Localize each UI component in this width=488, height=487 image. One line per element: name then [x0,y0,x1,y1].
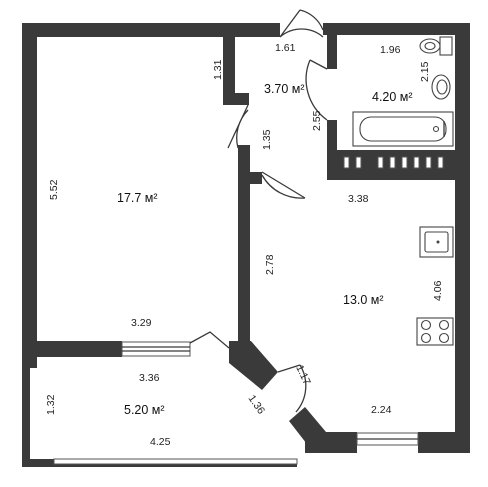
bath-door [305,59,328,121]
loggia-door [189,331,230,349]
vent-3 [377,156,384,169]
vent-5 [401,156,408,169]
top-wall-right [323,23,470,35]
hall-bath-wall-bottom [327,120,337,178]
vent-4 [389,156,396,169]
living-window [121,341,191,357]
top-wall-left [22,23,280,37]
kitchen-door [261,171,306,199]
kitchen-bottom-wall-right [418,432,470,453]
dim-5-52: 5.52 [48,179,60,200]
dim-1-31: 1.31 [212,59,224,80]
hall-kitchen-wall [250,172,262,184]
dim-1-36: 1.36 [246,393,268,417]
diagonal-wall [229,341,278,390]
kitchen-bottom-wall-left [305,432,357,453]
bath-sink [431,74,451,100]
left-wall [22,23,37,368]
bath-kitchen-wall [327,168,470,180]
right-wall [455,23,470,453]
dim-2-15: 2.15 [419,61,431,82]
area-hall: 3.70 м² [264,82,305,96]
balcony-door [277,364,307,413]
area-kitchen: 13.0 м² [343,293,384,307]
entrance-door [279,9,324,38]
fixtures [352,36,454,346]
vent-8 [437,156,444,169]
area-living: 17.7 м² [117,191,158,205]
stove [416,317,454,346]
dim-4-25: 4.25 [150,436,171,448]
dim-1-61: 1.61 [275,42,296,54]
area-bath: 4.20 м² [372,90,413,104]
vent-2 [355,156,362,169]
dim-3-29: 3.29 [131,317,152,329]
vent-7 [425,156,432,169]
living-door [227,104,249,149]
bath-vent-block [337,150,455,170]
windows [53,341,419,465]
kitchen-sink [419,226,454,258]
vent-1 [343,156,350,169]
dimension-labels: 1.61 1.31 1.96 2.15 2.55 1.35 5.52 3.38 … [45,42,444,448]
area-labels: 17.7 м² 3.70 м² 4.20 м² 13.0 м² 5.20 м² [117,82,413,417]
hall-bath-wall-top [327,23,337,69]
loggia-left-wall [22,357,30,467]
loggia-window [53,458,298,465]
dim-1-35: 1.35 [261,129,273,150]
dim-2-24: 2.24 [371,404,392,416]
dim-3-36: 3.36 [139,372,160,384]
toilet [419,36,453,56]
living-hall-corner [223,93,249,105]
dim-2-55: 2.55 [311,110,323,131]
dim-1-96: 1.96 [380,44,401,56]
dim-2-78: 2.78 [264,254,276,275]
living-hall-wall-lower [238,145,250,342]
dim-1-17: 1.17 [293,363,313,387]
vent-6 [413,156,420,169]
living-hall-wall-upper [223,23,235,97]
dim-3-38: 3.38 [348,193,369,205]
area-loggia: 5.20 м² [124,403,165,417]
walls [22,23,470,467]
living-loggia-wall-left [22,341,122,357]
doors [189,9,328,413]
dim-4-06: 4.06 [432,280,444,301]
dim-1-32: 1.32 [45,394,57,415]
